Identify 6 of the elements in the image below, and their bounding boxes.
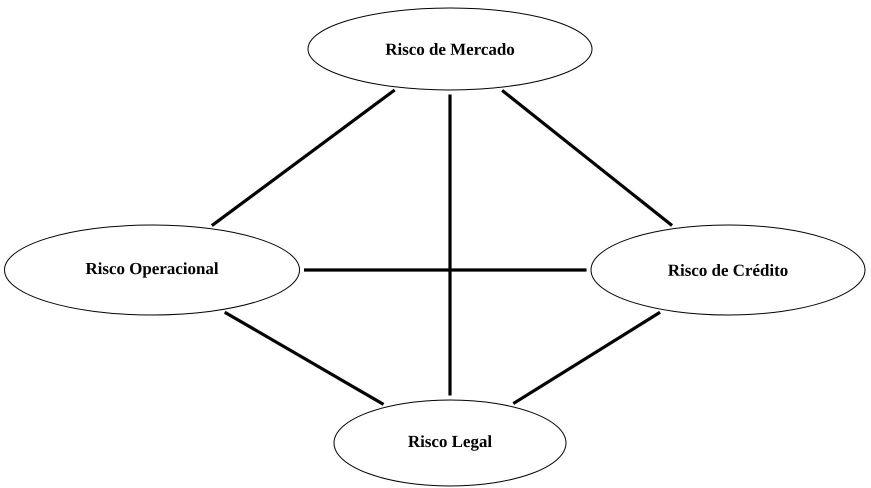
connector-line (304, 268, 587, 272)
connector-line (224, 310, 384, 406)
connector-line (501, 89, 674, 227)
connector-line (448, 94, 452, 396)
connector-line (210, 88, 396, 227)
connector-line (512, 310, 661, 405)
